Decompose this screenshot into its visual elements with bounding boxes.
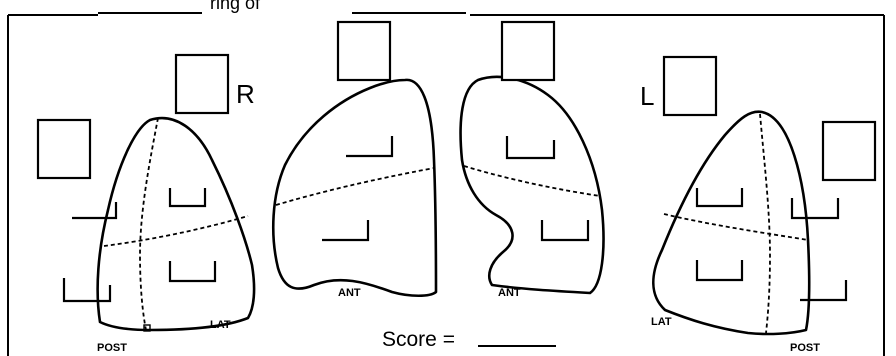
left-lateral-view: L LAT POST xyxy=(640,57,875,354)
left-side-label: L xyxy=(640,81,654,111)
left-anterior-score-box[interactable] xyxy=(502,22,554,80)
left-anterior-lung xyxy=(461,77,604,293)
right-lateral-lat-label: LAT xyxy=(210,319,231,331)
left-lateral-post-label: POST xyxy=(790,342,820,354)
right-lateral-score-box-outer[interactable] xyxy=(38,120,90,178)
score-label: Score = xyxy=(382,328,455,351)
left-lateral-lat-label: LAT xyxy=(651,316,672,328)
right-lateral-score-box-upper[interactable] xyxy=(176,55,228,113)
left-lateral-score-box-upper[interactable] xyxy=(664,57,716,115)
right-anterior-view: ANT xyxy=(273,22,436,299)
right-lateral-view: R POST LAT xyxy=(38,55,255,354)
left-lateral-lung xyxy=(653,112,809,334)
right-lateral-lung xyxy=(98,118,254,330)
right-lateral-post-label: POST xyxy=(97,342,127,354)
right-anterior-score-box[interactable] xyxy=(338,22,390,80)
header-text: ring of xyxy=(210,0,261,13)
left-anterior-label: ANT xyxy=(498,287,521,299)
left-anterior-view: ANT xyxy=(461,22,604,299)
right-side-label: R xyxy=(236,79,255,109)
right-anterior-lung xyxy=(273,80,436,296)
right-anterior-label: ANT xyxy=(338,287,361,299)
left-lateral-score-box-outer[interactable] xyxy=(823,122,875,180)
